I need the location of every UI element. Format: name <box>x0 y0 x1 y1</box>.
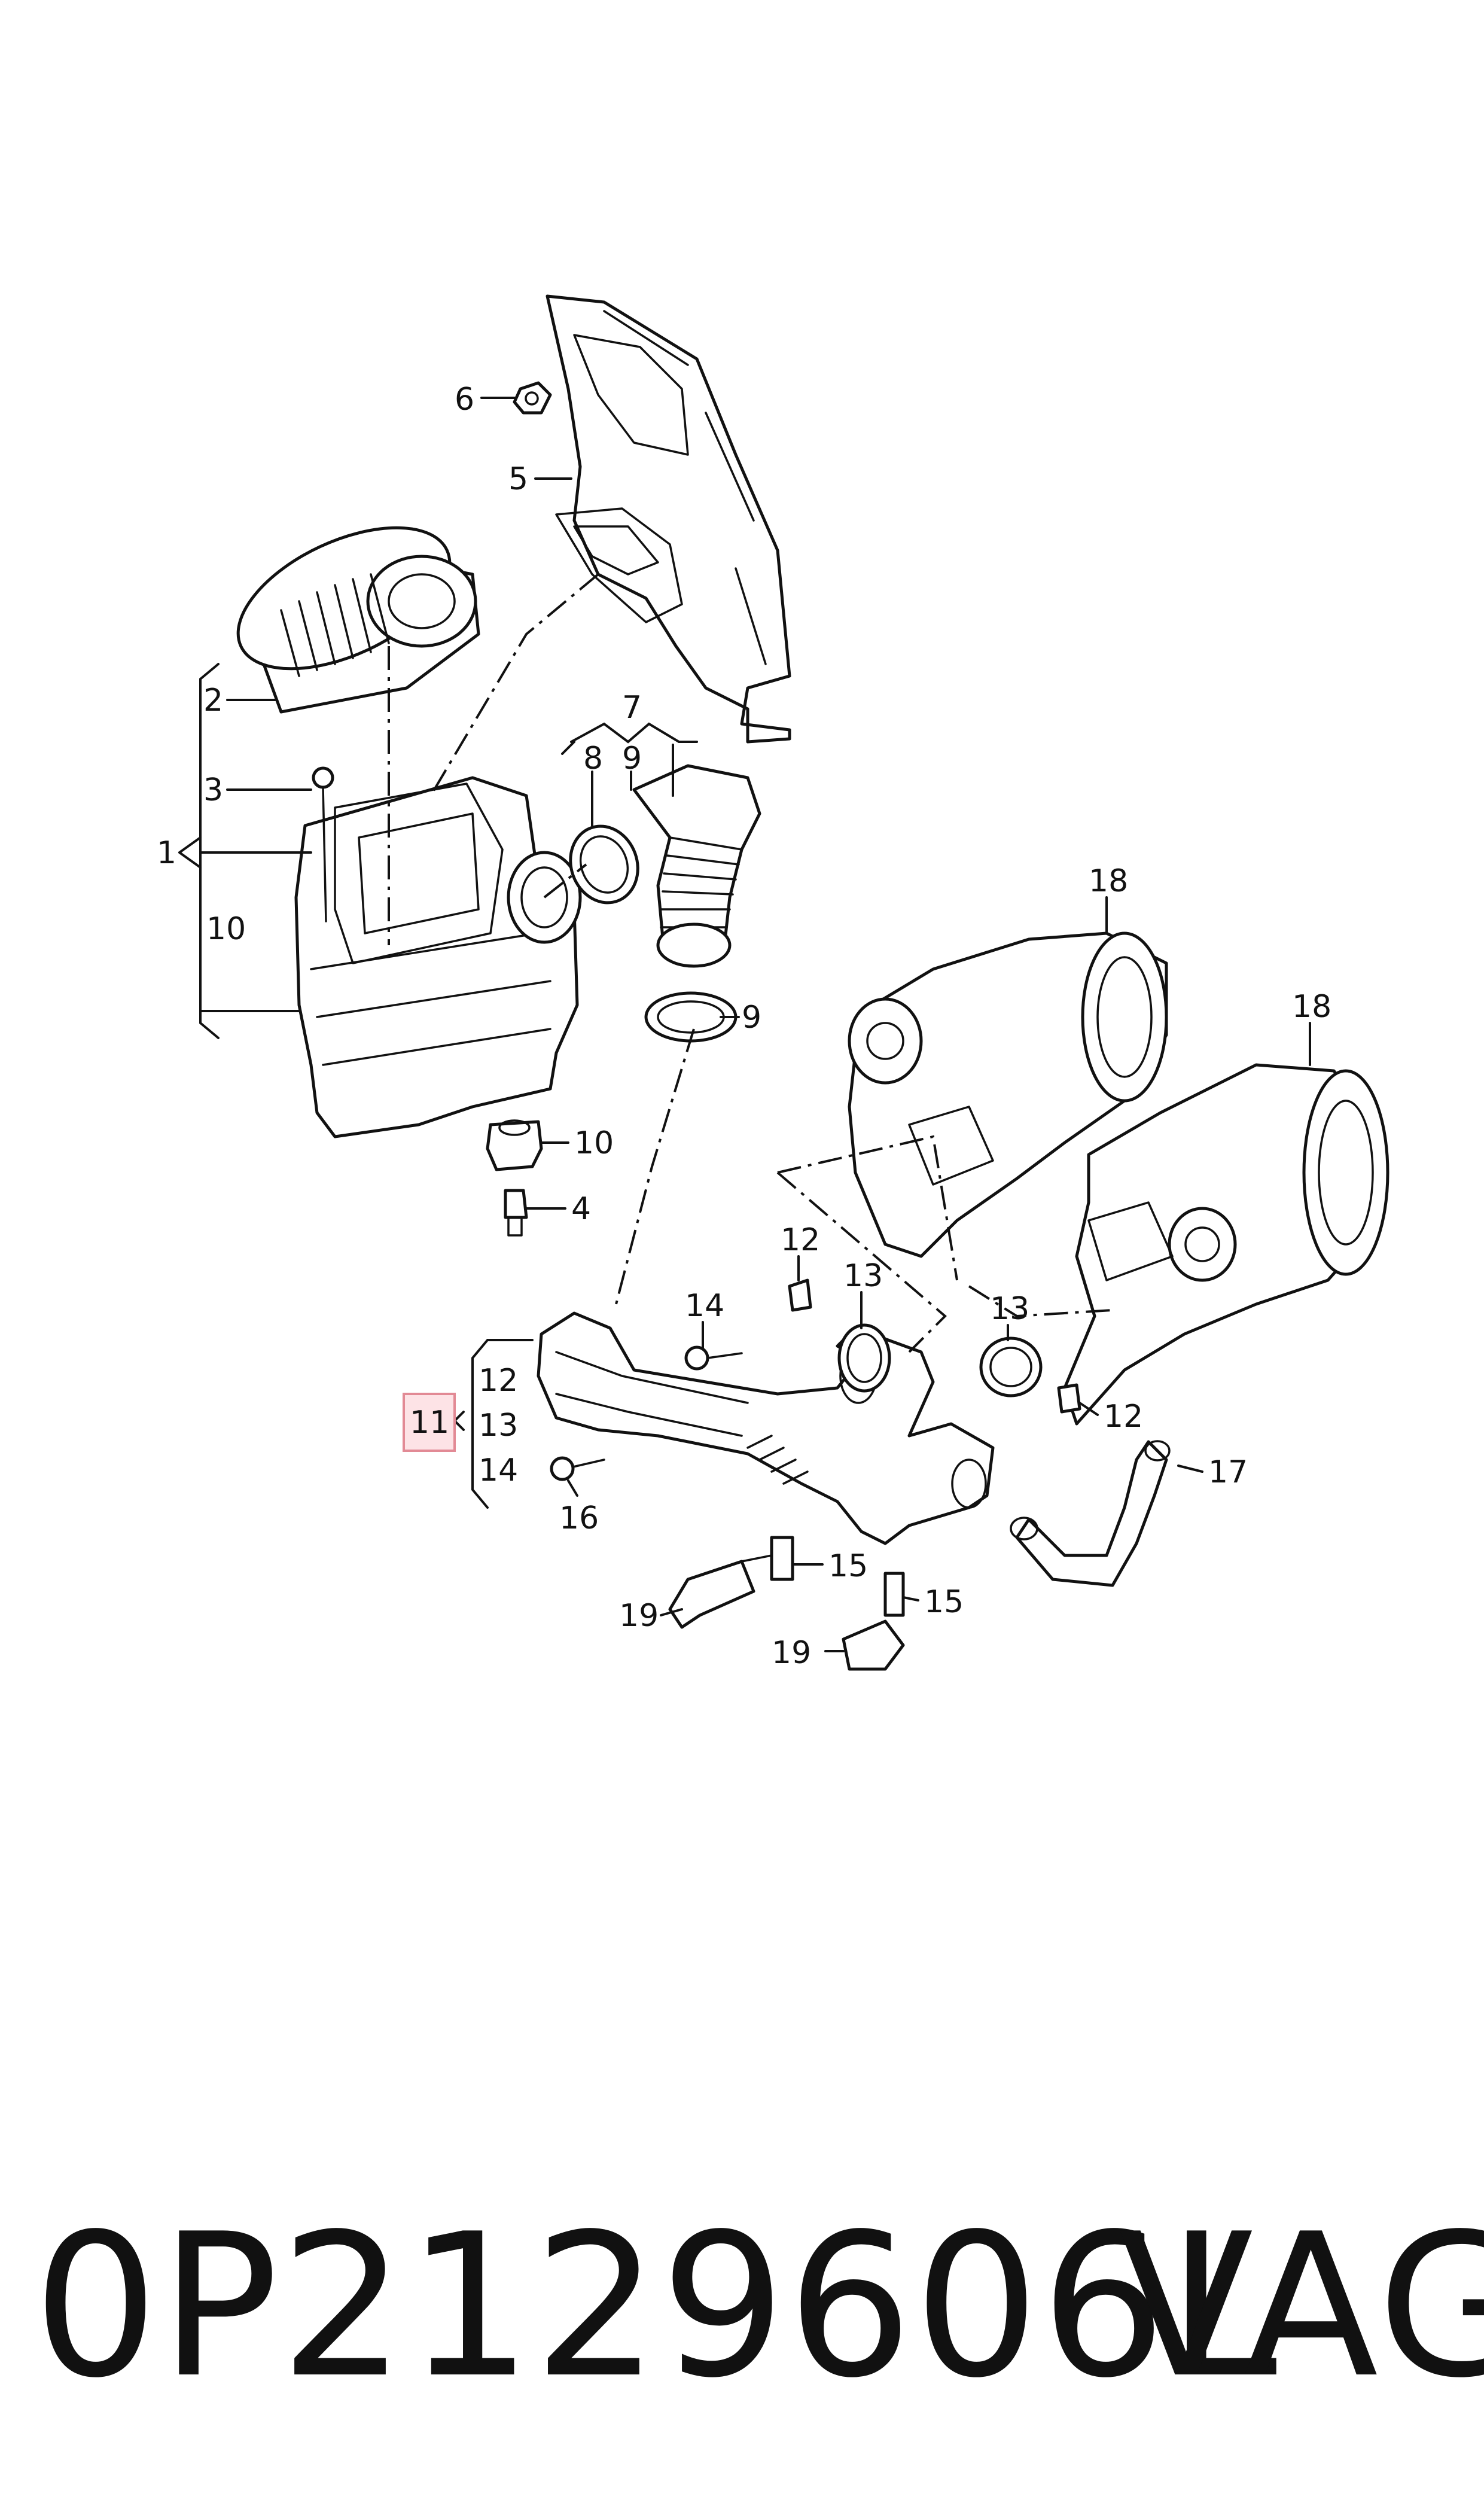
callout-10-housing: 10 <box>206 911 246 947</box>
part-13-seal-ring <box>837 1323 891 1393</box>
part-12-clip <box>788 1278 812 1312</box>
callout-9-upper: 9 <box>622 741 642 777</box>
part-12-clip-right <box>1057 1383 1081 1414</box>
callout-14-upper: 14 <box>685 1288 724 1324</box>
part-18-turbocharger-upper <box>848 931 1168 1258</box>
part-5-intake-duct-cover <box>546 294 791 744</box>
callout-12-upper: 12 <box>781 1222 820 1258</box>
callout-16: 16 <box>559 1500 599 1536</box>
callout-17: 17 <box>1208 1454 1248 1490</box>
brand-name: VAG <box>1119 2191 1484 2421</box>
part-14-bolt <box>684 1345 743 1371</box>
callout-18-upper: 18 <box>1089 863 1128 899</box>
callout-19-right: 19 <box>772 1635 811 1671</box>
highlight-box-11 <box>403 1393 456 1452</box>
part-4-bolt <box>504 1189 528 1237</box>
callout-15-right: 15 <box>924 1584 964 1620</box>
part-15-connector-right <box>883 1572 905 1617</box>
callout-18-lower: 18 <box>1292 989 1331 1025</box>
callout-7: 7 <box>622 690 642 726</box>
callout-9-clamp: 9 <box>742 1000 761 1036</box>
callout-1: 1 <box>157 835 176 871</box>
part-13-seal-ring-right <box>979 1336 1043 1397</box>
callout-13-bracket: 13 <box>479 1408 518 1444</box>
callout-4: 4 <box>571 1191 591 1227</box>
part-15-connector-left <box>741 1536 794 1581</box>
exploded-parts-diagram: 6 5 2 3 1 10 7 8 9 9 10 4 18 18 12 13 13… <box>157 294 1389 1671</box>
callout-11: 11 <box>410 1405 449 1441</box>
part-2-air-filter-element <box>236 526 480 714</box>
part-9-intake-hose <box>632 764 761 968</box>
callout-5: 5 <box>508 461 528 497</box>
callout-12-right: 12 <box>1104 1399 1143 1435</box>
part-10-grommet <box>486 1119 543 1171</box>
part-number: 0P2129606L <box>33 2191 1279 2421</box>
callout-14-bracket: 14 <box>479 1453 518 1488</box>
callout-2: 2 <box>203 683 223 718</box>
part-17-breather-hose <box>1010 1440 1171 1587</box>
part-11-intake-pipe <box>537 1311 995 1545</box>
callout-19-left: 19 <box>619 1598 659 1634</box>
callout-13-right: 13 <box>990 1291 1029 1327</box>
callout-3: 3 <box>203 772 223 808</box>
callout-10-grommet: 10 <box>574 1125 614 1161</box>
part-6-nut <box>513 381 552 415</box>
part-3-screw <box>312 766 334 922</box>
part-16-bolt <box>550 1456 605 1481</box>
part-10-air-filter-housing <box>294 776 582 1138</box>
part-19-fitting-right <box>842 1619 905 1671</box>
callout-12-bracket: 12 <box>479 1363 518 1399</box>
callout-15-left: 15 <box>828 1548 868 1584</box>
callout-13-left: 13 <box>843 1258 883 1294</box>
callout-8: 8 <box>583 741 603 777</box>
part-8-hose-clamp <box>569 824 639 905</box>
part-18-turbocharger-lower <box>1063 1063 1389 1426</box>
callout-6: 6 <box>455 382 474 418</box>
part-19-fitting-left <box>668 1560 755 1629</box>
